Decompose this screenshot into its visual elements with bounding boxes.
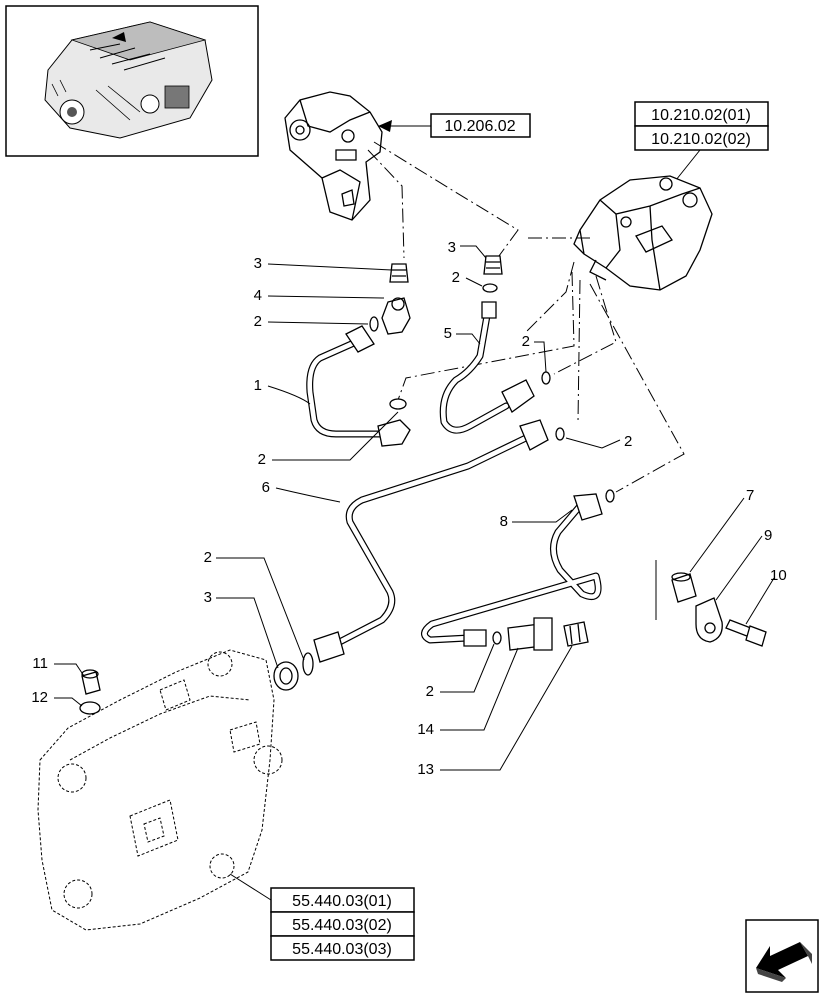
adapter-3-bottom[interactable] — [273, 661, 299, 691]
pipe-6[interactable] — [313, 419, 549, 663]
adapter-13[interactable] — [563, 621, 589, 647]
callout-2: 2 — [452, 269, 460, 286]
o-ring-2[interactable] — [541, 371, 551, 385]
callout-3: 3 — [204, 589, 212, 606]
pipe-1[interactable] — [306, 325, 411, 447]
o-ring-12[interactable] — [79, 701, 101, 715]
callout-10: 10 — [770, 567, 787, 584]
callout-2: 2 — [426, 683, 434, 700]
spacer-7[interactable] — [671, 572, 697, 603]
adapter-3-left[interactable] — [389, 263, 409, 283]
connection-lines — [367, 141, 685, 493]
reference-10-210-02-01[interactable]: 10.210.02(01) — [634, 101, 769, 127]
callout-labels: 3 4 2 1 2 3 2 5 2 2 6 8 7 9 10 2 3 11 12… — [31, 239, 786, 778]
callout-12: 12 — [31, 689, 48, 706]
o-ring-2[interactable] — [482, 283, 498, 293]
adapter-3-right[interactable] — [483, 255, 503, 275]
filter-housing — [284, 91, 383, 221]
callout-14: 14 — [417, 721, 434, 738]
reference-leader — [229, 873, 272, 901]
o-ring-2[interactable] — [369, 316, 379, 332]
o-ring-2[interactable] — [605, 489, 615, 503]
reference-10-210-02-02[interactable]: 10.210.02(02) — [634, 125, 769, 151]
callout-5: 5 — [444, 325, 452, 342]
svg-text:10.206.02: 10.206.02 — [444, 118, 515, 135]
callout-4: 4 — [254, 287, 262, 304]
engine-thumbnail-icon[interactable] — [5, 5, 259, 157]
callout-13: 13 — [417, 761, 434, 778]
bolt-10[interactable] — [725, 619, 767, 647]
svg-text:10.210.02(02): 10.210.02(02) — [651, 131, 751, 148]
callout-2: 2 — [258, 451, 266, 468]
callout-3: 3 — [254, 255, 262, 272]
o-ring-2[interactable] — [492, 631, 502, 645]
callout-2: 2 — [624, 433, 632, 450]
callout-2: 2 — [522, 333, 530, 350]
arrow-head-icon — [378, 120, 392, 132]
callout-leaders — [54, 245, 775, 771]
svg-text:10.210.02(01): 10.210.02(01) — [651, 107, 751, 124]
pipe-8[interactable] — [421, 493, 603, 647]
o-ring-2[interactable] — [555, 427, 565, 441]
clamp-9[interactable] — [695, 597, 723, 643]
pipe-5[interactable] — [439, 301, 535, 434]
callout-6: 6 — [262, 479, 270, 496]
svg-text:55.440.03(01): 55.440.03(01) — [292, 893, 392, 910]
callout-2: 2 — [254, 313, 262, 330]
reference-55-440-03-03[interactable]: 55.440.03(03) — [270, 935, 415, 961]
callout-3: 3 — [448, 239, 456, 256]
arrow-back-icon[interactable] — [745, 919, 819, 993]
svg-text:55.440.03(02): 55.440.03(02) — [292, 917, 392, 934]
callout-2: 2 — [204, 549, 212, 566]
o-ring-2[interactable] — [389, 398, 407, 410]
reference-55-440-03-01[interactable]: 55.440.03(01) — [270, 887, 415, 913]
plug-11[interactable] — [81, 669, 101, 695]
callout-1: 1 — [254, 377, 262, 394]
callout-11: 11 — [32, 655, 48, 672]
banjo-fitting-4[interactable] — [381, 297, 411, 335]
gear-housing — [37, 649, 283, 931]
svg-text:55.440.03(03): 55.440.03(03) — [292, 941, 392, 958]
injection-pump — [573, 175, 713, 291]
o-ring-2[interactable] — [302, 652, 314, 676]
reference-10-206-02[interactable]: 10.206.02 — [430, 113, 531, 138]
callout-8: 8 — [500, 513, 508, 530]
reference-leader — [675, 149, 701, 181]
tee-fitting-14[interactable] — [507, 617, 553, 651]
reference-55-440-03-02[interactable]: 55.440.03(02) — [270, 911, 415, 937]
callout-9: 9 — [764, 527, 772, 544]
callout-7: 7 — [746, 487, 754, 504]
